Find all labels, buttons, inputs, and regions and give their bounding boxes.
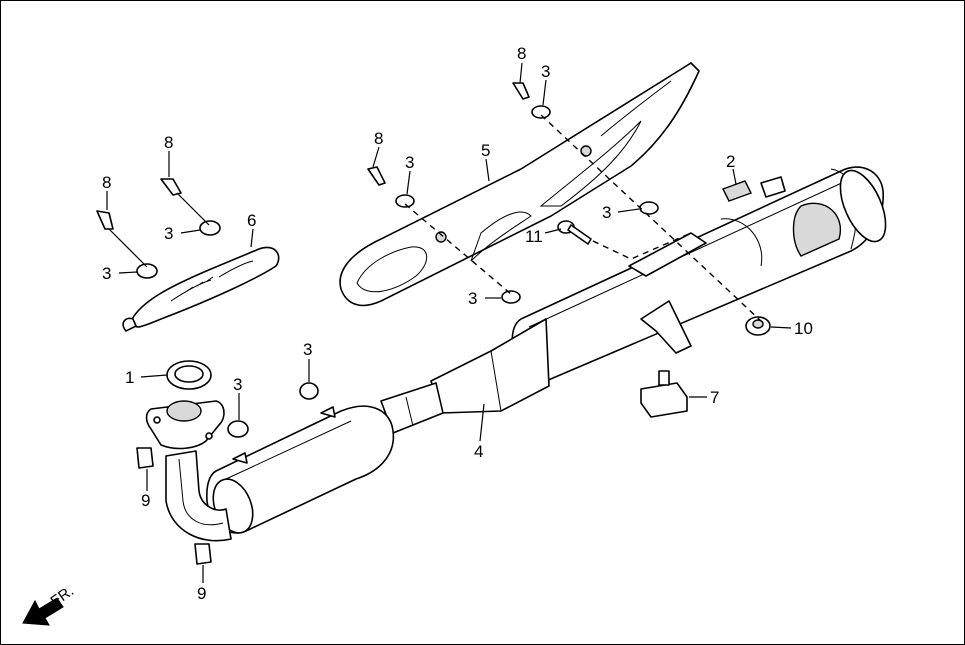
callout-3: 3 bbox=[602, 203, 611, 222]
callout-3: 3 bbox=[541, 62, 550, 81]
callout-3: 3 bbox=[405, 153, 414, 172]
callout-3: 3 bbox=[468, 289, 477, 308]
callout-8: 8 bbox=[102, 173, 111, 192]
callout-9: 9 bbox=[197, 584, 206, 603]
muffler-assembly bbox=[145, 166, 887, 542]
screw bbox=[96, 210, 114, 230]
callout-10: 10 bbox=[794, 319, 813, 338]
front-direction-indicator: FR. bbox=[22, 582, 77, 626]
callout-11: 11 bbox=[525, 227, 543, 246]
arrow-icon bbox=[22, 597, 64, 626]
callout-3: 3 bbox=[233, 375, 242, 394]
callout-8: 8 bbox=[374, 129, 383, 148]
callout-5: 5 bbox=[481, 141, 490, 160]
bolt bbox=[557, 220, 592, 245]
screw bbox=[512, 82, 530, 100]
washer bbox=[639, 201, 659, 215]
heat-shield-upper bbox=[339, 62, 700, 307]
washer bbox=[395, 194, 415, 208]
screw bbox=[160, 178, 182, 196]
callout-8: 8 bbox=[517, 44, 526, 63]
sensor-unit bbox=[640, 370, 688, 418]
callout-4: 4 bbox=[474, 442, 483, 461]
washer bbox=[531, 105, 551, 119]
washer bbox=[501, 290, 521, 304]
washer bbox=[136, 263, 158, 279]
callout-8: 8 bbox=[164, 133, 173, 152]
leader-lines bbox=[106, 62, 792, 583]
washer bbox=[227, 420, 249, 438]
callout-1: 1 bbox=[125, 368, 134, 387]
callout-3: 3 bbox=[102, 264, 111, 283]
callout-6: 6 bbox=[247, 211, 256, 230]
callout-7: 7 bbox=[710, 388, 719, 407]
screw bbox=[367, 166, 386, 186]
collar-nut-lower bbox=[194, 543, 212, 565]
flange-nut bbox=[745, 316, 771, 336]
washer bbox=[199, 220, 221, 236]
callout-3: 3 bbox=[164, 224, 173, 243]
collar-nut-upper bbox=[136, 447, 154, 469]
callout-2: 2 bbox=[726, 152, 735, 171]
washer bbox=[299, 382, 319, 400]
rubber-damper bbox=[722, 180, 752, 202]
heat-shield-front bbox=[122, 246, 280, 332]
callout-9: 9 bbox=[141, 491, 150, 510]
gasket bbox=[166, 360, 212, 390]
callout-3: 3 bbox=[303, 340, 312, 359]
